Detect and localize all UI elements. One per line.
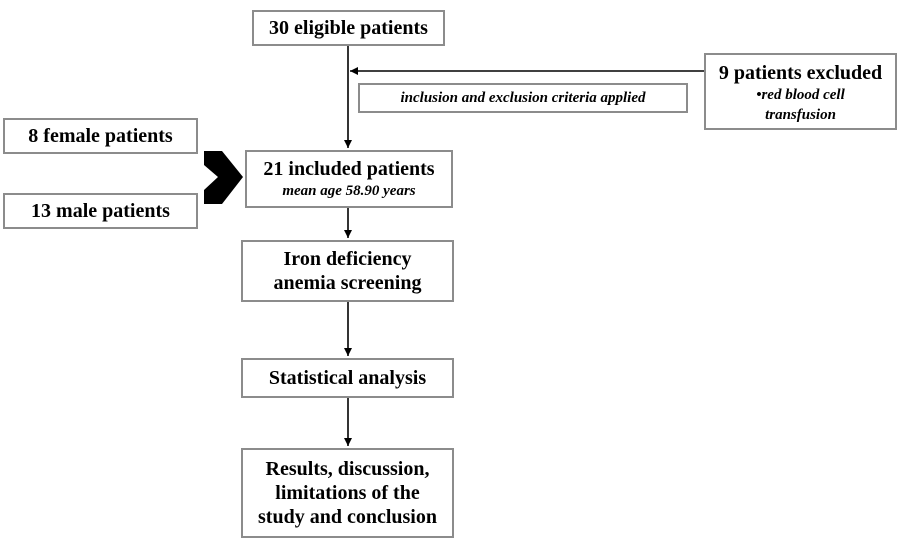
eligible-patients-label: 30 eligible patients xyxy=(269,17,428,39)
included-patients-box: 21 included patients mean age 58.90 year… xyxy=(245,150,453,208)
included-title: 21 included patients xyxy=(263,158,435,180)
results-line3: study and conclusion xyxy=(258,506,437,528)
statistical-analysis-label: Statistical analysis xyxy=(268,367,427,389)
statistical-analysis-box: Statistical analysis xyxy=(241,358,454,398)
excluded-reason-line1: •red blood cell xyxy=(756,87,845,103)
screening-box: Iron deficiency anemia screening xyxy=(241,240,454,302)
male-patients-label: 13 male patients xyxy=(31,200,170,222)
male-patients-box: 13 male patients xyxy=(3,193,198,229)
female-patients-box: 8 female patients xyxy=(3,118,198,154)
excluded-title: 9 patients excluded xyxy=(718,62,883,84)
screening-line1: Iron deficiency xyxy=(283,248,412,270)
split-arrow xyxy=(204,151,243,204)
screening-line2: anemia screening xyxy=(273,272,422,294)
results-line1: Results, discussion, xyxy=(265,458,430,480)
criteria-box: inclusion and exclusion criteria applied xyxy=(358,83,688,113)
results-line2: limitations of the xyxy=(275,482,420,504)
results-box: Results, discussion, limitations of the … xyxy=(241,448,454,538)
excluded-patients-box: 9 patients excluded •red blood cell tran… xyxy=(704,53,897,130)
criteria-label: inclusion and exclusion criteria applied xyxy=(400,90,646,106)
excluded-reason-line2: transfusion xyxy=(765,107,836,123)
eligible-patients-box: 30 eligible patients xyxy=(252,10,445,46)
included-subtitle: mean age 58.90 years xyxy=(282,183,416,199)
female-patients-label: 8 female patients xyxy=(28,125,173,147)
